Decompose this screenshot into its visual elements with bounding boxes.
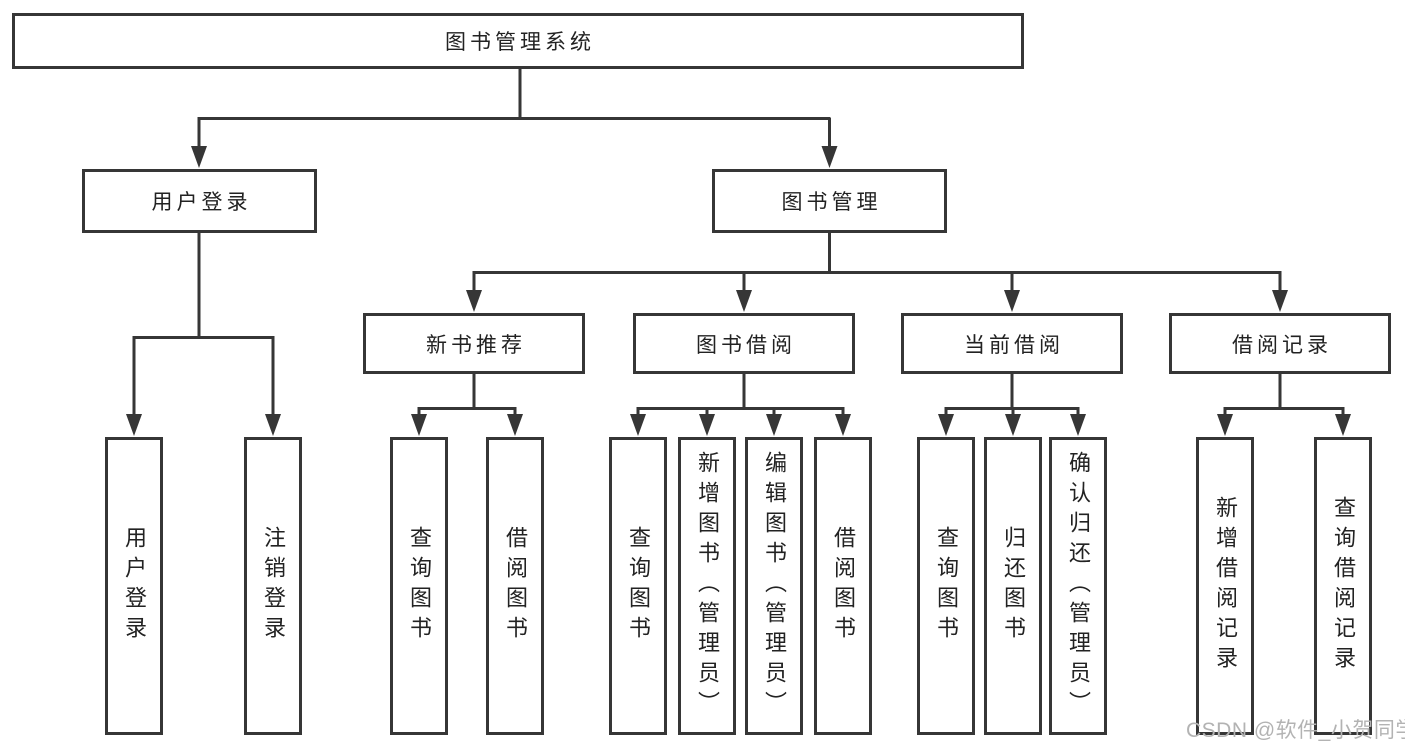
leaf-logout-label: 注销登录 <box>261 526 286 646</box>
csdn-watermark: CSDN @软件_小贺同学 <box>1186 719 1405 742</box>
node-book-borrow-label: 图书借阅 <box>696 333 796 357</box>
leaf-confirm-return-admin-label: 确认归还（管理员） <box>1066 451 1091 721</box>
leaf-query-books-borrow: 查询图书 <box>609 437 667 735</box>
node-current-borrow: 当前借阅 <box>901 313 1123 374</box>
leaf-confirm-return-admin: 确认归还（管理员） <box>1049 437 1107 735</box>
node-book-management: 图书管理 <box>712 169 947 233</box>
leaf-query-books-borrow-label: 查询图书 <box>626 526 651 646</box>
leaf-user-login-label: 用户登录 <box>122 526 147 646</box>
leaf-query-books-recommend: 查询图书 <box>390 437 448 735</box>
leaf-add-borrow-record-label: 新增借阅记录 <box>1213 496 1238 676</box>
leaf-add-book-admin: 新增图书（管理员） <box>678 437 736 735</box>
leaf-query-borrow-record-label: 查询借阅记录 <box>1331 496 1356 676</box>
node-user-login-label: 用户登录 <box>151 191 252 214</box>
leaf-query-books-current-label: 查询图书 <box>934 526 959 646</box>
node-new-book-recommend: 新书推荐 <box>363 313 585 374</box>
leaf-borrow-books-recommend: 借阅图书 <box>486 437 544 735</box>
leaf-user-login: 用户登录 <box>105 437 163 735</box>
leaf-return-book: 归还图书 <box>984 437 1042 735</box>
leaf-borrow-books-recommend-label: 借阅图书 <box>503 526 528 646</box>
node-borrow-records-label: 借阅记录 <box>1232 333 1332 357</box>
leaf-return-book-label: 归还图书 <box>1001 526 1026 646</box>
leaf-borrow-books: 借阅图书 <box>814 437 872 735</box>
node-user-login: 用户登录 <box>82 169 317 233</box>
node-borrow-records: 借阅记录 <box>1169 313 1391 374</box>
leaf-borrow-books-label: 借阅图书 <box>831 526 856 646</box>
node-root: 图书管理系统 <box>12 13 1024 69</box>
leaf-edit-book-admin-label: 编辑图书（管理员） <box>762 451 787 721</box>
leaf-add-book-admin-label: 新增图书（管理员） <box>695 451 720 721</box>
leaf-logout: 注销登录 <box>244 437 302 735</box>
node-book-borrow: 图书借阅 <box>633 313 855 374</box>
node-current-borrow-label: 当前借阅 <box>964 333 1064 357</box>
node-root-label: 图书管理系统 <box>445 31 595 54</box>
leaf-query-books-recommend-label: 查询图书 <box>407 526 432 646</box>
node-book-management-label: 图书管理 <box>781 191 882 214</box>
node-new-book-recommend-label: 新书推荐 <box>426 333 526 357</box>
leaf-edit-book-admin: 编辑图书（管理员） <box>745 437 803 735</box>
leaf-query-borrow-record: 查询借阅记录 <box>1314 437 1372 735</box>
leaf-add-borrow-record: 新增借阅记录 <box>1196 437 1254 735</box>
leaf-query-books-current: 查询图书 <box>917 437 975 735</box>
